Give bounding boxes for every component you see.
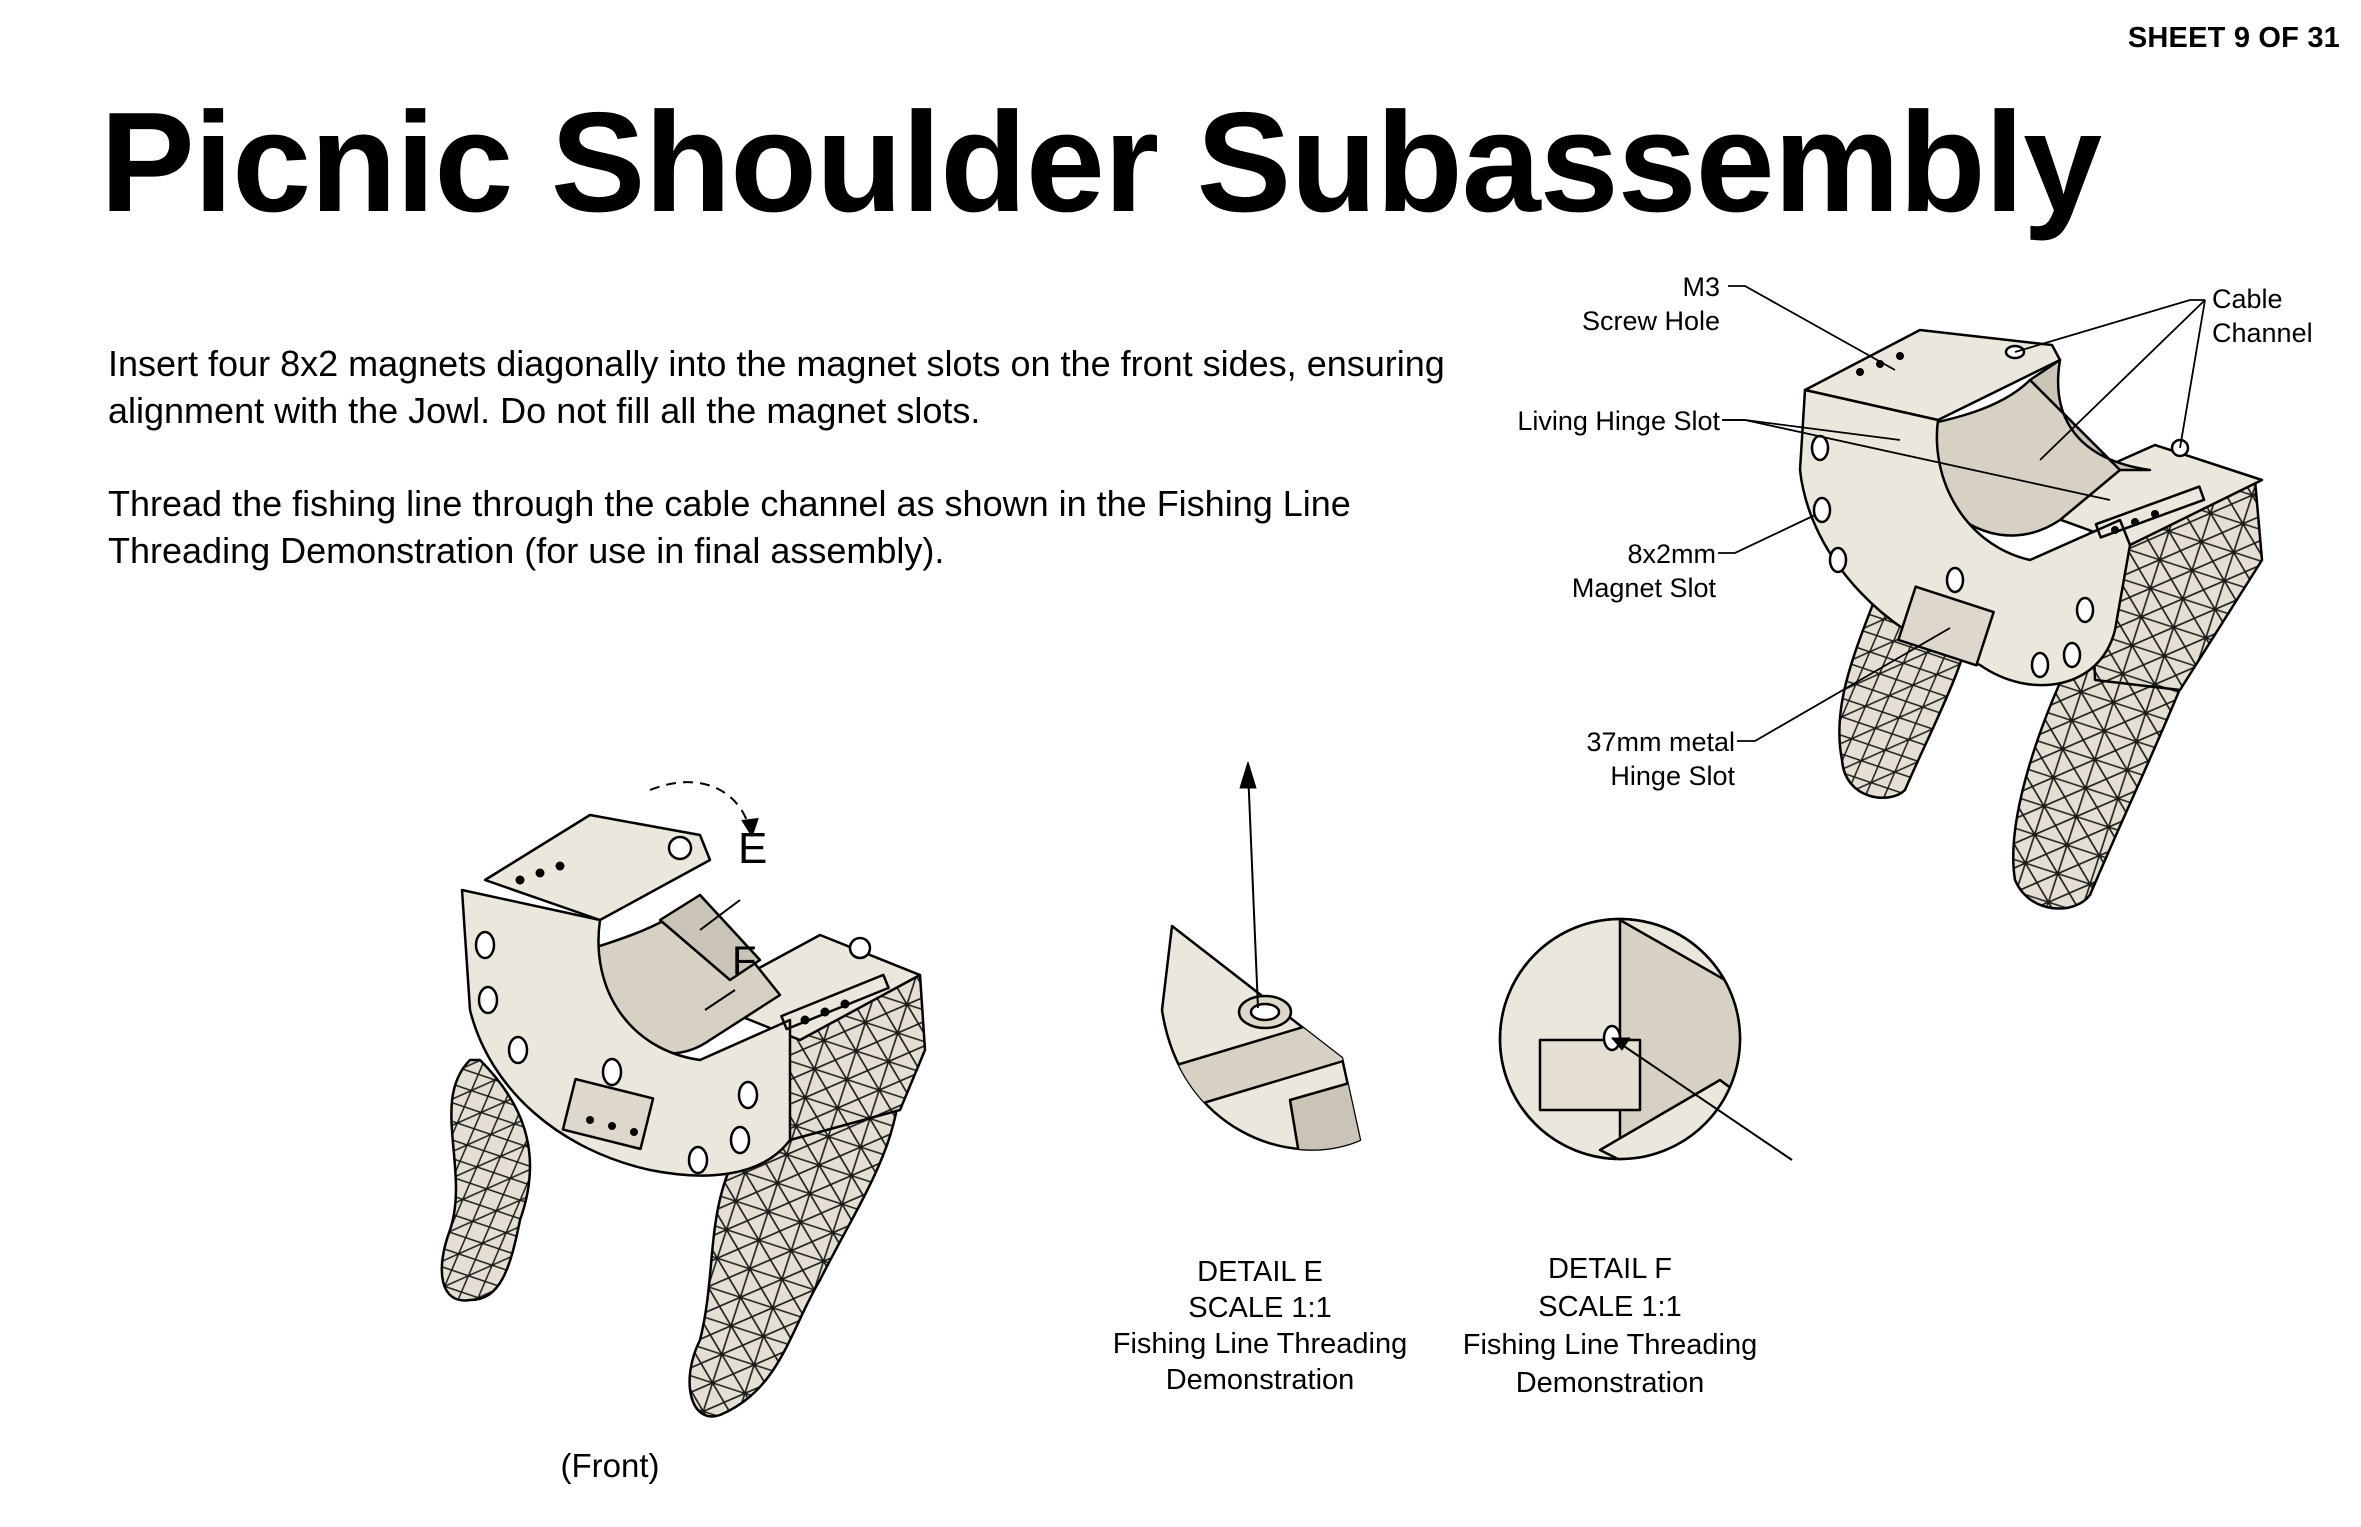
- detail-f-caption: DETAIL F SCALE 1:1 Fishing Line Threadin…: [1462, 1253, 1758, 1399]
- front-face: [460, 888, 792, 1177]
- detail-f-view: [1498, 917, 1793, 1161]
- detail-e-view: [1160, 761, 1362, 1151]
- detail-f-marker: F: [732, 939, 757, 983]
- callout-living-hinge-slot: Living Hinge Slot: [1517, 406, 1720, 436]
- callout-leaders: [1718, 285, 2206, 742]
- front-left-leg: [440, 1058, 532, 1302]
- callout-m3-screw-hole: M3 Screw Hole: [1581, 272, 1720, 336]
- page-title: Picnic Shoulder Subassembly: [100, 83, 2102, 242]
- callout-metal-hinge-slot: 37mm metal Hinge Slot: [1586, 727, 1735, 791]
- instruction-magnets: Insert four 8x2 magnets diagonally into …: [108, 343, 1445, 431]
- shoulder-front-view: [440, 781, 927, 1418]
- sheet-number: SHEET 9 OF 31: [2127, 22, 2340, 54]
- instruction-fishing-line: Thread the fishing line through the cabl…: [108, 483, 1351, 571]
- callout-cable-channel: Cable Channel: [2212, 284, 2313, 348]
- detail-e-caption: DETAIL E SCALE 1:1 Fishing Line Threadin…: [1112, 1256, 1408, 1396]
- shoulder-iso-view: [1798, 328, 2264, 910]
- detail-e-marker: E: [738, 824, 768, 873]
- iso-front-face: [1798, 388, 2132, 687]
- front-view-label: (Front): [560, 1447, 660, 1484]
- callout-magnet-slot: 8x2mm Magnet Slot: [1571, 539, 1716, 603]
